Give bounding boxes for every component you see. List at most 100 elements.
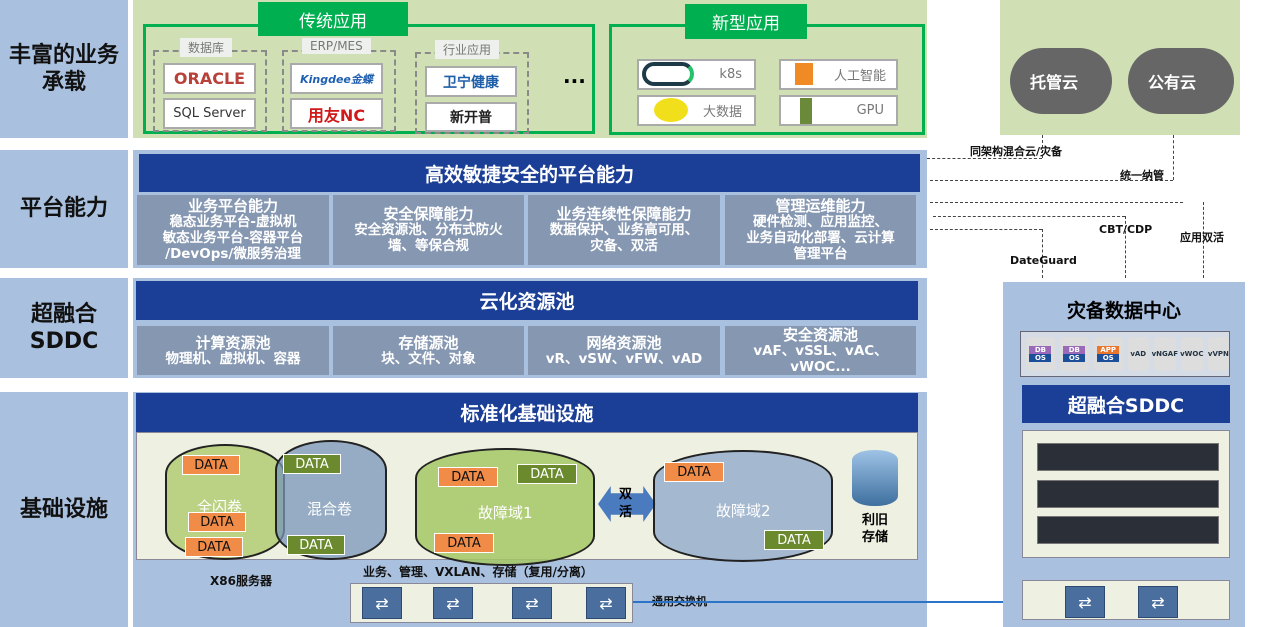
hosted-cloud: 托管云 <box>1010 48 1112 114</box>
public-cloud: 公有云 <box>1128 48 1234 114</box>
link-line <box>930 202 1183 203</box>
pool-title: 云化资源池 <box>136 281 918 320</box>
data-block: DATA <box>283 454 341 474</box>
link-line <box>930 229 1042 230</box>
link-label-hybrid: 同架构混合云/灾备 <box>970 145 1063 158</box>
cell-line: vWOC... <box>790 358 851 375</box>
dr-switch-panel <box>1022 580 1230 620</box>
vngaf-icon: vNGAF <box>1151 337 1178 371</box>
vvpn-icon: vVPN <box>1207 337 1229 371</box>
cell-line: 安全资源池、分布式防火 <box>354 222 503 238</box>
link-label-unified: 统一纳管 <box>1120 169 1164 182</box>
row-label-infra: 基础设施 <box>0 392 128 627</box>
newcapec-logo: 新开普 <box>425 102 517 132</box>
yonyou-logo: 用友NC <box>290 98 383 129</box>
switch-icon: ⇄ <box>586 587 626 619</box>
platform-cell-ops: 管理运维能力硬件检测、应用监控、业务自动化部署、云计算管理平台 <box>725 195 916 265</box>
devops-icon <box>642 62 694 86</box>
cell-line: 数据保护、业务高可用、 <box>549 222 699 238</box>
cell-line: 灾备、双活 <box>590 238 658 254</box>
switch-icon: ⇄ <box>433 587 473 619</box>
cell-line: 硬件检测、应用监控、 <box>753 214 888 230</box>
legacy-storage-label: 利旧存储 <box>862 513 889 545</box>
cell-line: vAF、vSSL、vAC、 <box>753 342 888 359</box>
app-label: vNGAF <box>1151 350 1178 358</box>
tensorflow-icon <box>795 63 813 85</box>
sqlserver-logo: SQL Server <box>163 98 256 129</box>
vm-app: APP <box>1097 346 1120 354</box>
data-block: DATA <box>185 537 243 557</box>
worker-icon <box>800 98 812 124</box>
link-line <box>1042 229 1043 278</box>
data-block: DATA <box>764 530 824 550</box>
server-icon <box>1037 443 1219 471</box>
cell-line: 敏态业务平台-容器平台 <box>162 230 304 246</box>
platform-cell-security: 安全保障能力安全资源池、分布式防火墙、等保合规 <box>333 195 524 265</box>
kingdee-logo: Kingdee金蝶 <box>290 63 383 94</box>
server-icon <box>1037 516 1219 544</box>
link-label-aa: 应用双活 <box>1180 231 1224 244</box>
data-block: DATA <box>664 462 724 482</box>
link-line <box>1042 135 1043 158</box>
vm-os: OS <box>1097 354 1120 362</box>
vad-icon: vAD <box>1127 337 1149 371</box>
hybrid-label: 混合卷 <box>307 500 353 518</box>
app-label: vVPN <box>1207 350 1229 358</box>
active-active-label: 双活 <box>619 487 633 520</box>
link-line <box>1173 135 1174 180</box>
dr-sddc-title: 超融合SDDC <box>1022 385 1230 423</box>
link-label-dataguard: DateGuard <box>1010 254 1077 267</box>
switch-icon: ⇄ <box>1138 586 1178 618</box>
cell-line: /DevOps/微服务治理 <box>165 246 301 262</box>
vwoc-icon: vWOC <box>1180 337 1204 371</box>
link-line <box>1125 216 1126 278</box>
vm-os: OS <box>1029 354 1052 362</box>
data-block: DATA <box>182 455 240 475</box>
cell-line: 业务自动化部署、云计算 <box>746 230 895 246</box>
switch-icon: ⇄ <box>512 587 552 619</box>
data-block: DATA <box>188 512 246 532</box>
hadoop-elephant-icon <box>654 98 688 122</box>
server-icon <box>1037 480 1219 508</box>
cell-head: 存储源池 <box>398 333 459 352</box>
cell-line: 块、文件、对象 <box>381 350 476 367</box>
x86-label: X86服务器 <box>210 574 272 588</box>
vm-app: DB <box>1063 346 1086 354</box>
data-block: DATA <box>434 533 494 553</box>
app-label: vAD <box>1130 350 1147 358</box>
fault-domain-2-label: 故障域2 <box>716 502 771 520</box>
platform-title: 高效敏捷安全的平台能力 <box>139 154 920 192</box>
row-label-platform: 平台能力 <box>0 150 128 268</box>
switch-icon: ⇄ <box>362 587 402 619</box>
vm-os: OS <box>1063 354 1086 362</box>
cell-head: 管理运维能力 <box>775 197 866 215</box>
cell-head: 安全资源池 <box>782 326 858 344</box>
cell-head: 业务平台能力 <box>187 197 278 215</box>
interconnect-line <box>633 601 1023 603</box>
switch-icon: ⇄ <box>1065 586 1105 618</box>
pool-cell-storage: 存储源池块、文件、对象 <box>333 326 524 375</box>
app-label: vWOC <box>1180 350 1204 358</box>
row-label-business: 丰富的业务承载 <box>0 0 128 138</box>
data-block: DATA <box>517 464 577 484</box>
cell-head: 业务连续性保障能力 <box>556 205 692 223</box>
group-label: ERP/MES <box>302 38 371 54</box>
winning-logo: 卫宁健康 <box>425 66 517 97</box>
platform-cell-business: 业务平台能力稳态业务平台-虚拟机敏态业务平台-容器平台/DevOps/微服务治理 <box>137 195 329 265</box>
bigdata-item: 大数据 <box>637 95 756 126</box>
cell-line: 物理机、虚拟机、容器 <box>165 350 301 367</box>
infra-title: 标准化基础设施 <box>136 393 918 432</box>
data-block: DATA <box>287 535 345 555</box>
legacy-storage-icon <box>852 450 898 506</box>
cell-line: 墙、等保合规 <box>388 238 469 254</box>
link-line <box>1203 202 1204 278</box>
traditional-apps-title: 传统应用 <box>258 2 408 36</box>
cell-line: 管理平台 <box>793 246 848 262</box>
oracle-logo: ORACLE <box>163 63 256 94</box>
link-line <box>927 158 1042 159</box>
vm-app: DB <box>1029 346 1052 354</box>
